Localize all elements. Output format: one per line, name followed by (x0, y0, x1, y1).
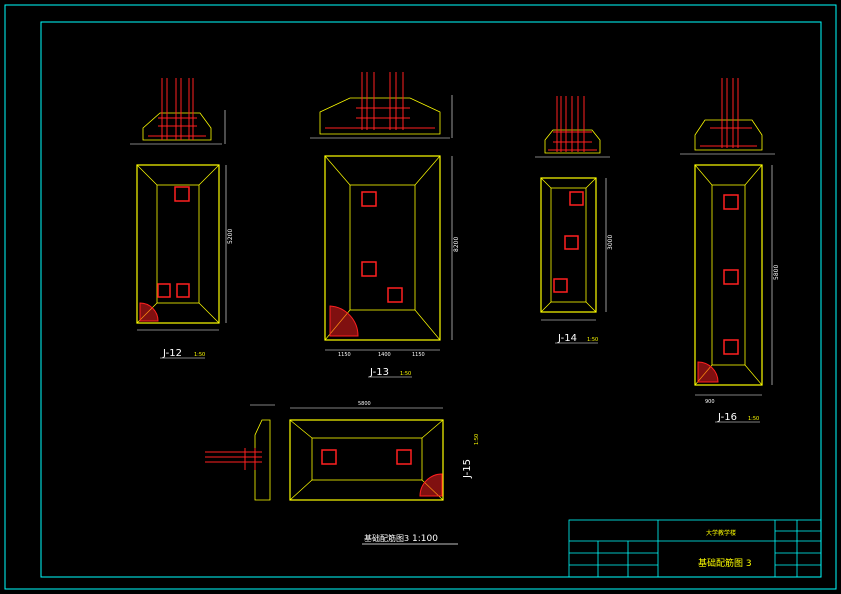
j12-scale: 1:50 (194, 352, 205, 358)
j13-plan: 8200 1150 1400 1150 (324, 155, 460, 358)
j12-dim-vertical: 5200 (227, 229, 234, 244)
footing-j13: 8200 1150 1400 1150 J-13 1:50 (310, 72, 460, 378)
title-block-project: 大学教学楼 (706, 529, 736, 537)
j16-dim-bottom: 900 (705, 399, 715, 405)
title-block (568, 519, 822, 578)
footing-j12: 5200 J-12 1:50 (130, 78, 234, 359)
sheet-frame (4, 4, 837, 590)
j13-scale: 1:50 (400, 371, 411, 377)
j15-label: J-15 (462, 459, 473, 479)
footing-j14: 3000 J-14 1:50 (535, 96, 614, 344)
j15-plan: 5800 (289, 401, 444, 501)
j12-plan: 5200 (136, 164, 234, 331)
section-title: 基础配筋图3 1:100 (362, 533, 458, 545)
j16-scale: 1:50 (748, 416, 759, 422)
j12-label: J-12 (162, 348, 182, 359)
j13-dim-bottom-a: 1150 (338, 352, 351, 358)
j13-dim-bottom-b: 1400 (378, 352, 391, 358)
j16-section (680, 78, 775, 155)
j13-dim-vertical: 8200 (453, 237, 460, 252)
footing-j15: 5800 J-15 1:50 (205, 401, 480, 501)
section-title-scale: 1:100 (412, 534, 438, 544)
j16-dim-vertical: 5800 (773, 265, 780, 280)
j15-scale: 1:50 (474, 434, 480, 445)
section-title-text: 基础配筋图3 (364, 533, 409, 543)
j13-section (310, 72, 453, 139)
j13-label: J-13 (369, 367, 389, 378)
j12-section (130, 78, 226, 145)
j16-label: J-16 (717, 412, 737, 423)
j13-dim-bottom-c: 1150 (412, 352, 425, 358)
j14-plan: 3000 (540, 177, 614, 321)
j14-section (535, 96, 610, 158)
title-block-drawing-title: 基础配筋图 3 (698, 557, 752, 569)
j15-section (205, 404, 275, 501)
footing-j16: 5800 900 J-16 1:50 (680, 78, 780, 423)
j16-plan: 5800 900 (694, 164, 780, 405)
j15-dim-top: 5800 (358, 401, 371, 407)
j14-label: J-14 (557, 333, 577, 344)
j14-scale: 1:50 (587, 337, 598, 343)
j14-dim-vertical: 3000 (607, 235, 614, 250)
